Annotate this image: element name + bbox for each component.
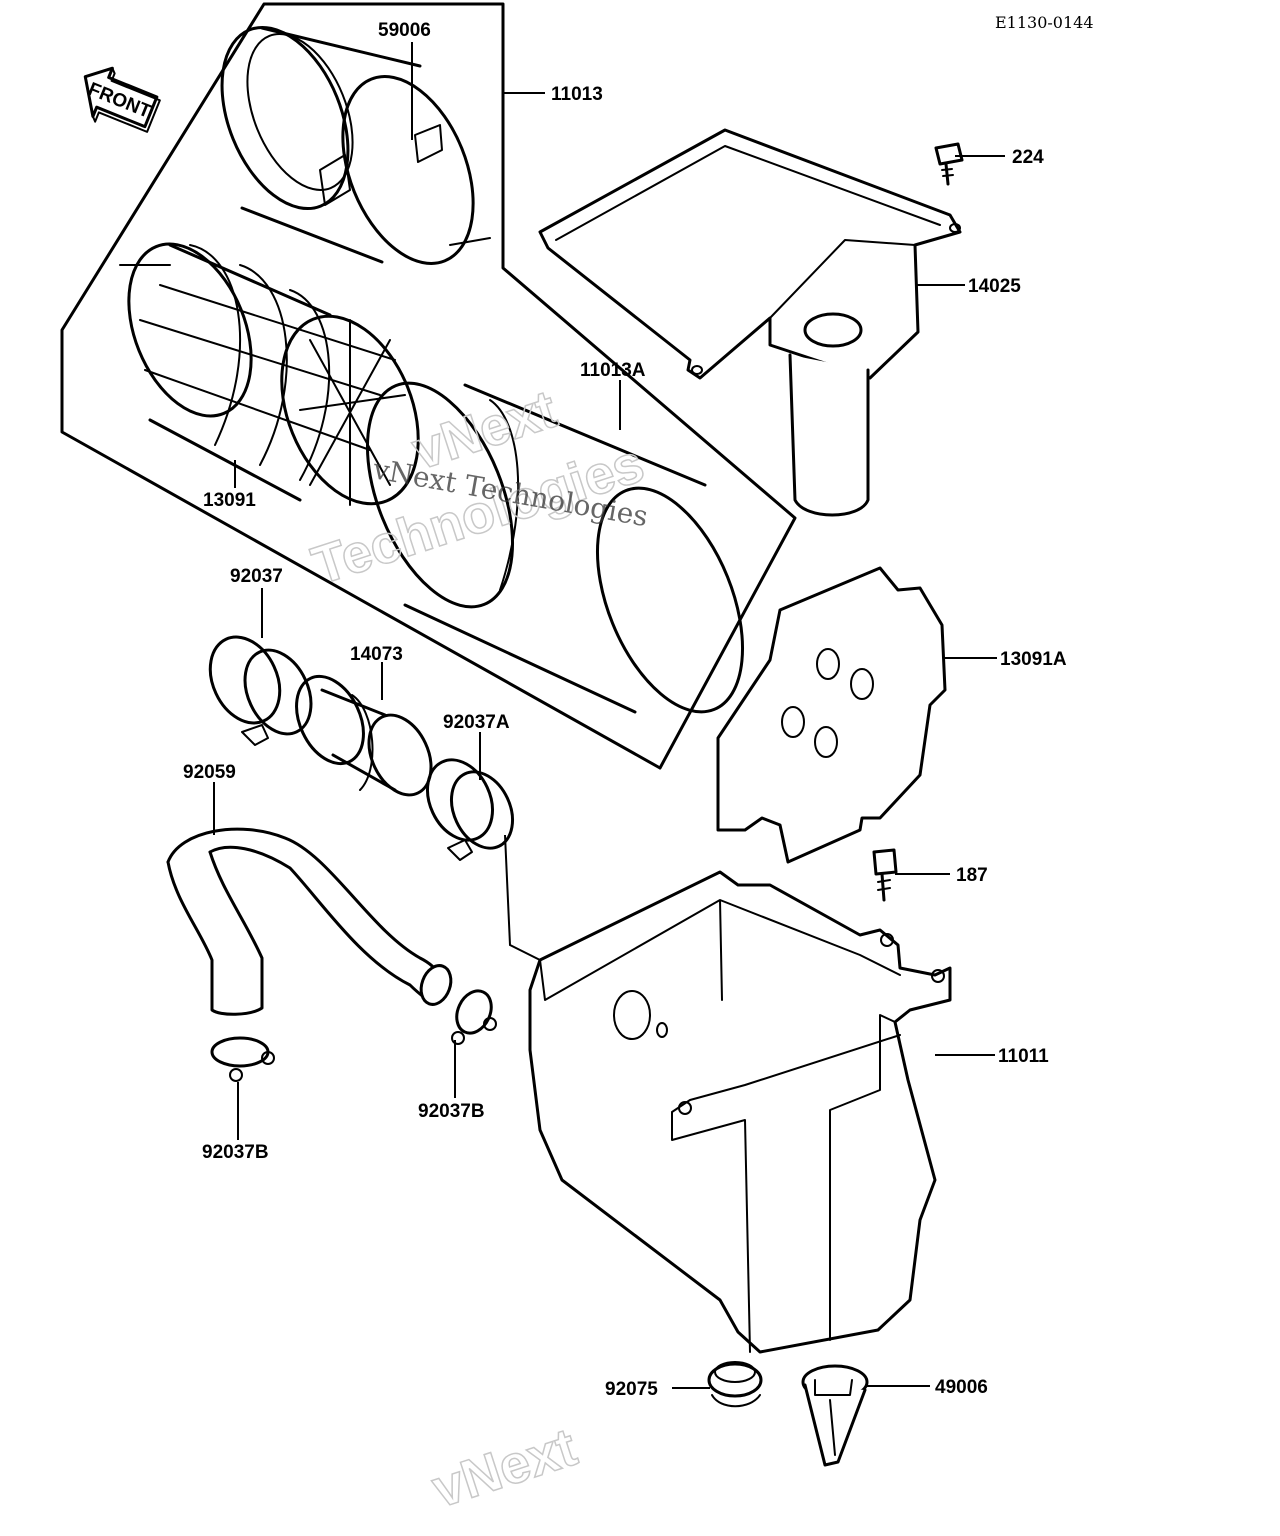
label-92037B-right: 92037B — [418, 1101, 485, 1122]
front-arrow-icon: FRONT — [83, 66, 161, 133]
part-14073-joint — [295, 674, 433, 797]
label-187: 187 — [956, 865, 988, 886]
label-92037B-left: 92037B — [202, 1142, 269, 1163]
diagram-code: E1130-0144 — [995, 13, 1094, 32]
label-92075: 92075 — [605, 1379, 658, 1400]
assembly-outline — [60, 2, 797, 770]
part-92059-hose — [166, 827, 453, 1016]
label-92059: 92059 — [183, 762, 236, 783]
part-92037B-clamp-left — [210, 1036, 275, 1082]
label-14073: 14073 — [350, 644, 403, 665]
label-13091: 13091 — [203, 490, 256, 511]
part-92037-clamp — [208, 635, 313, 746]
part-92037A-clamp — [426, 758, 514, 861]
part-14025-cover — [538, 128, 962, 517]
label-92037: 92037 — [230, 566, 283, 587]
label-49006: 49006 — [935, 1377, 988, 1398]
label-11013A: 11013A — [580, 360, 646, 381]
label-59006: 59006 — [378, 20, 431, 41]
part-187-bolt — [872, 848, 898, 902]
part-13091A-plate — [716, 566, 947, 864]
part-labels: 59006 11013 224 14025 11013A 13091 92037… — [183, 20, 1067, 1400]
part-92075-plug — [707, 1361, 763, 1408]
label-14025: 14025 — [968, 276, 1021, 297]
label-13091A: 13091A — [1000, 649, 1067, 670]
part-49006-cap — [801, 1364, 869, 1467]
label-224: 224 — [1012, 147, 1044, 168]
part-224-bolt — [934, 142, 964, 186]
part-11013A-element — [365, 381, 745, 714]
label-11013: 11013 — [551, 84, 603, 105]
part-13091-cage — [127, 242, 420, 506]
label-11011: 11011 — [998, 1046, 1049, 1067]
part-11011-airbox — [528, 870, 952, 1354]
leader-lines — [213, 42, 1005, 1389]
label-92037A: 92037A — [443, 712, 510, 733]
part-59006-screen — [220, 25, 475, 265]
watermark-vnext-bottom: vNext — [425, 1417, 583, 1520]
part-92037B-clamp-right — [451, 989, 497, 1045]
